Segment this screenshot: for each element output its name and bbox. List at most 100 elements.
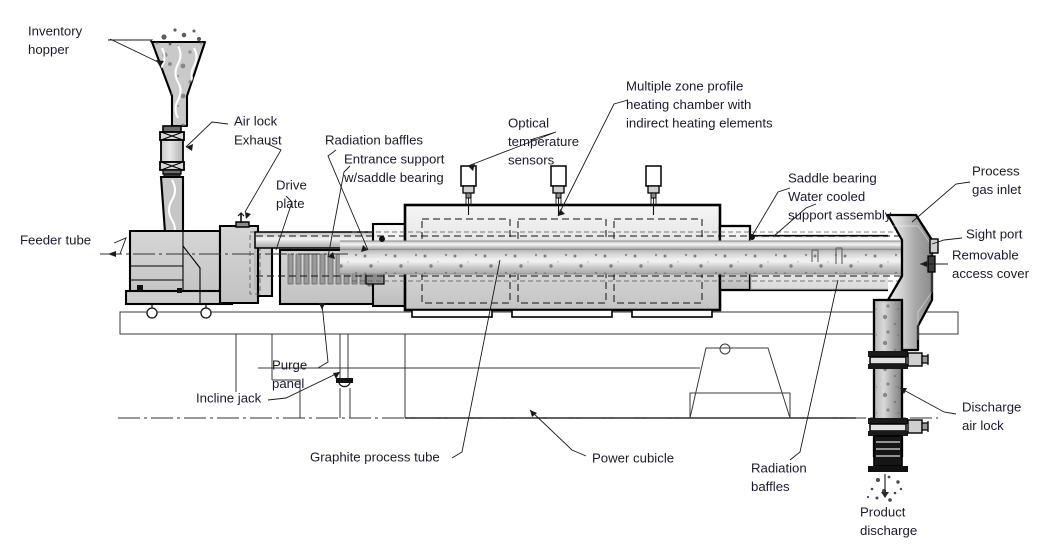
leader-saddle-bearing-1 [751, 187, 791, 237]
label-saddle-bearing-line-0: Saddle bearing [788, 170, 877, 185]
hopper-feed-particles [161, 28, 202, 46]
label-optical-sensors: Optical temperature sensors [508, 115, 579, 167]
discharge-bellows [868, 435, 908, 472]
label-heating-chamber-line-1: heating chamber with [626, 97, 751, 112]
label-purge-panel-line-1: panel [272, 376, 304, 391]
label-radiation-baffles-1: Radiation baffles [325, 132, 423, 147]
label-process-gas-inlet-line-0: Process [972, 163, 1020, 178]
leader-entrance-support [327, 165, 351, 258]
label-incline-jack: Incline jack [196, 390, 262, 405]
leader-incline-jack [267, 371, 341, 401]
label-exhaust: Exhaust [234, 132, 282, 147]
feeder-housing [124, 229, 234, 319]
leader-power-cubicle [529, 409, 587, 457]
label-optical-sensors-line-0: Optical [508, 115, 549, 130]
leader-heating-chamber [557, 99, 629, 217]
leader-process-gas-inlet [911, 181, 971, 223]
label-air-lock: Air lock [234, 113, 278, 128]
discharge-air-lock [868, 351, 929, 436]
chamber-feet [411, 309, 713, 318]
air-lock-valve-actuator-lower[interactable] [907, 419, 929, 434]
label-inventory-hopper-line-0: Inventory [28, 23, 83, 38]
air-lock-valve-actuator-upper[interactable] [907, 352, 929, 367]
label-radiation-baffles-2-line-0: Radiation [751, 460, 807, 475]
label-optical-sensors-line-1: temperature [508, 134, 579, 149]
label-graphite-tube: Graphite process tube [310, 449, 440, 464]
label-optical-sensors-line-2: sensors [508, 152, 555, 167]
label-entrance-support: Entrance support w/saddle bearing [343, 151, 445, 185]
leader-saddle-bearing-2 [773, 203, 817, 237]
label-saddle-bearing-line-2: support assembly [788, 207, 892, 222]
leader-air-lock [185, 121, 229, 148]
label-process-gas-inlet-line-1: gas inlet [972, 182, 1021, 197]
label-air-lock-line-0: Air lock [234, 113, 278, 128]
label-radiation-baffles-2-line-1: baffles [751, 479, 790, 494]
label-removable-cover: Removable access cover [952, 247, 1030, 281]
optical-temperature-sensors [460, 165, 662, 215]
leader-graphite-process-tube [451, 259, 501, 459]
label-discharge-air-lock: Discharge air lock [962, 399, 1021, 433]
leader-sight-port [931, 237, 963, 245]
leader-radiation-baffles-2 [789, 279, 839, 461]
sight-port [929, 238, 939, 254]
label-saddle-bearing-line-1: Water cooled [788, 189, 865, 204]
leader-optical-sensors [467, 131, 557, 167]
label-inventory-hopper-line-1: hopper [28, 42, 70, 57]
label-drive-plate-line-1: plate [276, 196, 305, 211]
label-graphite-tube-line-0: Graphite process tube [310, 449, 440, 464]
label-product-discharge-line-0: Product [860, 504, 906, 519]
leader-purge-panel [317, 303, 329, 369]
heating-zones-upper [421, 218, 703, 252]
feed-air-lock [159, 125, 185, 179]
label-sight-port-line-0: Sight port [966, 226, 1023, 241]
optical-temperature-sensor [645, 165, 662, 215]
label-sight-port: Sight port [966, 226, 1023, 241]
leader-exhaust [244, 143, 282, 213]
label-purge-panel-line-0: Purge [272, 357, 307, 372]
leader-discharge-air-lock [899, 387, 957, 415]
label-heating-chamber-line-0: Multiple zone profile [626, 78, 743, 93]
label-process-gas-inlet: Process gas inlet [972, 163, 1021, 197]
label-radiation-baffles-2: Radiation baffles [751, 460, 807, 494]
label-removable-cover-line-1: access cover [952, 266, 1030, 281]
incline-jack [336, 334, 353, 418]
power-cubicle [118, 334, 938, 419]
label-drive-plate: Drive plate [276, 177, 307, 211]
power-cubicle-vent [689, 343, 791, 419]
label-removable-cover-line-0: Removable [952, 247, 1019, 262]
inventory-hopper [150, 28, 207, 128]
optical-temperature-sensor [550, 165, 567, 215]
discharge-column [866, 298, 929, 502]
exhaust-drive-housing [218, 212, 274, 305]
label-power-cubicle: Power cubicle [592, 450, 674, 465]
label-purge-panel: Purge panel [272, 357, 307, 391]
label-entrance-support-line-0: Entrance support [344, 151, 445, 166]
label-exhaust-line-0: Exhaust [234, 132, 282, 147]
product-discharge-particles [866, 474, 903, 502]
leader-inventory-hopper-arrow [109, 38, 161, 64]
label-product-discharge: Product discharge [860, 504, 917, 538]
label-drive-plate-line-0: Drive [276, 177, 307, 192]
label-heating-chamber-line-2: indirect heating elements [626, 115, 773, 130]
label-incline-jack-line-0: Incline jack [196, 390, 262, 405]
label-heating-chamber: Multiple zone profile heating chamber wit… [626, 78, 773, 130]
label-feeder-tube-line-0: Feeder tube [20, 232, 91, 247]
leader-lines [108, 38, 971, 461]
leader-drive-plate [275, 195, 293, 251]
leader-inventory-hopper [108, 39, 154, 43]
label-inventory-hopper: Inventory hopper [28, 23, 83, 57]
label-entrance-support-line-1: w/saddle bearing [343, 170, 444, 185]
leader-radiation-baffles-1 [327, 149, 369, 251]
leader-feeder-tube [113, 237, 127, 255]
label-product-discharge-line-1: discharge [860, 523, 917, 538]
label-radiation-baffles-1-line-0: Radiation baffles [325, 132, 423, 147]
label-discharge-air-lock-line-1: air lock [962, 418, 1004, 433]
feeder-casters [146, 304, 212, 319]
optical-temperature-sensor [460, 165, 477, 215]
label-discharge-air-lock-line-0: Discharge [962, 399, 1021, 414]
label-feeder-tube: Feeder tube [20, 232, 91, 247]
